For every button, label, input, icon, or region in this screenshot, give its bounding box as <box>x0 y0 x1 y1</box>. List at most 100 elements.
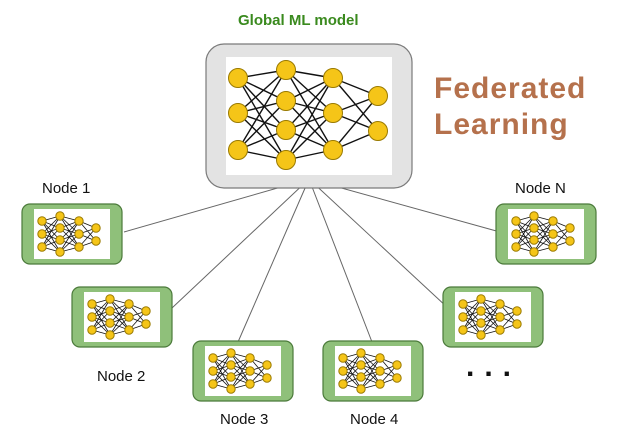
global-model-edge <box>237 69 287 114</box>
node-n-neuron <box>548 216 558 226</box>
node-3-edge <box>230 352 251 385</box>
node-1-neuron <box>74 216 84 226</box>
node-2-neuron <box>105 318 115 328</box>
node-4-edge <box>360 357 381 390</box>
node-dots-neuron <box>476 294 486 304</box>
more-nodes-ellipsis: ... <box>466 350 522 383</box>
node-3-neuron <box>262 373 272 383</box>
global-model-edge <box>285 69 334 114</box>
node-3-neuron <box>226 372 236 382</box>
node-4-device <box>322 340 424 402</box>
node-3-neuron <box>226 360 236 370</box>
global-model-edge <box>237 112 287 161</box>
node-2-device <box>71 286 173 348</box>
node-n-edge <box>533 215 554 248</box>
global-model-neuron <box>276 150 296 170</box>
node-1-label: Node 1 <box>42 180 91 197</box>
node-4-neuron <box>392 373 402 383</box>
node-n-neuron <box>511 216 521 226</box>
node-1-neuron <box>91 223 101 233</box>
node-dots-device <box>442 286 544 348</box>
connection-line-4 <box>308 178 373 343</box>
global-model-neuron <box>323 68 343 88</box>
global-model-edge <box>237 69 287 151</box>
node-3-neuron <box>208 353 218 363</box>
connection-line-3 <box>237 178 310 343</box>
node-dots-edge <box>480 303 501 336</box>
global-model-box <box>205 43 413 189</box>
node-dots-neuron <box>458 325 468 335</box>
node-3-neuron <box>262 360 272 370</box>
global-model-network <box>228 60 388 170</box>
global-model-neuron <box>276 120 296 140</box>
global-model-edge <box>332 95 379 151</box>
node-1-neuron <box>74 242 84 252</box>
global-model-title: Global ML model <box>238 12 359 29</box>
connection-line-2 <box>171 178 310 309</box>
node-n-neuron <box>529 247 539 257</box>
node-3-neuron <box>245 353 255 363</box>
node-n-neuron <box>511 229 521 239</box>
node-3-label: Node 3 <box>220 411 269 428</box>
node-n-neuron <box>548 229 558 239</box>
node-4-edge <box>360 352 381 385</box>
node-2-neuron <box>124 325 134 335</box>
node-2-neuron <box>141 306 151 316</box>
node-4-neuron <box>356 384 366 394</box>
node-2-neuron <box>124 299 134 309</box>
global-model-edge <box>237 77 287 161</box>
node-n-network <box>511 211 575 257</box>
node-2-neuron <box>105 330 115 340</box>
node-3-neuron <box>226 384 236 394</box>
node-dots-edge <box>480 298 501 331</box>
node-2-label: Node 2 <box>97 368 146 385</box>
node-dots-neuron <box>458 299 468 309</box>
global-model-neuron <box>323 103 343 123</box>
global-model-edge <box>285 112 334 161</box>
global-model-neuron <box>323 140 343 160</box>
node-2-edge <box>91 303 111 336</box>
node-4-edge <box>342 357 362 390</box>
node-3-device <box>192 340 294 402</box>
node-1-device <box>21 203 123 265</box>
node-dots-neuron <box>476 330 486 340</box>
node-n-neuron <box>548 242 558 252</box>
node-2-neuron <box>141 319 151 329</box>
global-model-edge <box>285 69 334 151</box>
node-dots-neuron <box>476 318 486 328</box>
node-dots-network <box>458 294 522 340</box>
node-1-edge <box>41 220 61 253</box>
global-model-screen <box>226 57 392 175</box>
node-1-neuron <box>37 242 47 252</box>
global-model-neuron <box>368 121 388 141</box>
global-model-edge <box>285 77 334 131</box>
heading-learning: Learning <box>434 108 569 141</box>
node-1-neuron <box>55 235 65 245</box>
node-3-neuron <box>226 348 236 358</box>
node-dots-neuron <box>476 306 486 316</box>
node-n-edge <box>515 215 535 248</box>
node-n-neuron <box>529 223 539 233</box>
global-model-edge <box>285 100 334 151</box>
node-1-neuron <box>55 223 65 233</box>
node-1-neuron <box>55 211 65 221</box>
node-n-neuron <box>529 211 539 221</box>
node-dots-neuron <box>512 319 522 329</box>
node-n-edge <box>533 220 554 253</box>
node-n-neuron <box>529 235 539 245</box>
global-model-neuron <box>228 103 248 123</box>
node-n-neuron <box>565 223 575 233</box>
node-4-neuron <box>338 379 348 389</box>
node-4-neuron <box>375 366 385 376</box>
node-1-neuron <box>74 229 84 239</box>
node-3-neuron <box>208 379 218 389</box>
node-1-neuron <box>91 236 101 246</box>
heading-federated: Federated <box>434 72 587 105</box>
global-model-neuron <box>276 91 296 111</box>
node-4-neuron <box>356 360 366 370</box>
node-2-neuron <box>87 299 97 309</box>
connection-line-5 <box>308 178 449 309</box>
node-4-neuron <box>392 360 402 370</box>
